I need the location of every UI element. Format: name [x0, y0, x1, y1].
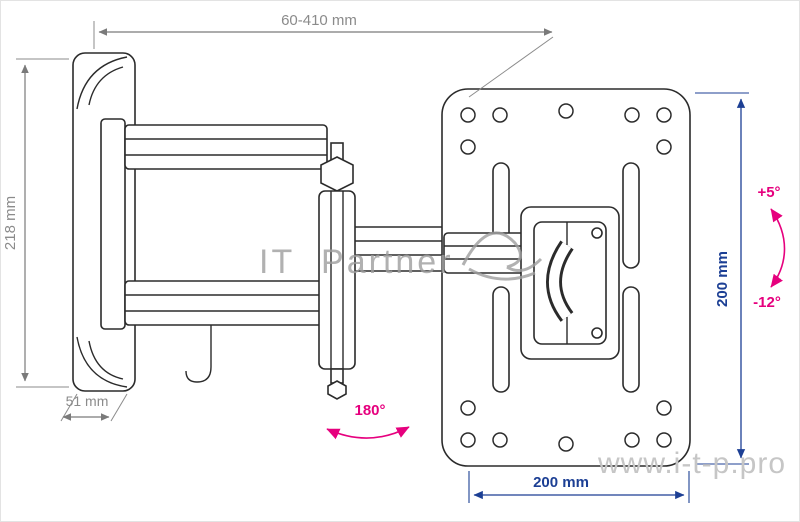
vesa-hole	[460, 139, 476, 155]
dimension-extension-range: 60-410 mm	[93, 12, 554, 98]
dimension-plate-height: 218 mm	[2, 58, 69, 388]
vesa-hole	[656, 139, 672, 155]
dimension-vesa-width: 200 mm	[468, 471, 690, 503]
vesa-slot	[622, 286, 640, 393]
watermark: IT Partner www.i-t-p.pro	[259, 231, 786, 480]
vesa-slots	[492, 162, 640, 393]
vesa-hole	[558, 103, 574, 119]
vesa-plate	[441, 88, 691, 467]
dimension-vesa-height: 200 mm	[695, 92, 749, 465]
lower-arm	[124, 280, 328, 326]
cable-hook	[185, 325, 212, 383]
watermark-site-text: www.i-t-p.pro	[597, 447, 786, 480]
wall-plate	[72, 52, 136, 392]
extension-range-label: 60-410 mm	[281, 12, 357, 29]
vesa-hole	[656, 432, 672, 448]
pivot-joint	[318, 142, 356, 400]
tilt-up-label: +5°	[757, 184, 780, 201]
upper-arm	[124, 124, 328, 170]
vesa-hole	[460, 400, 476, 416]
vesa-hole	[656, 107, 672, 123]
vesa-hole	[492, 107, 508, 123]
vesa-hole	[492, 432, 508, 448]
vesa-slot	[492, 286, 510, 393]
vesa-hole	[460, 432, 476, 448]
watermark-brand-text: IT Partner	[259, 243, 454, 281]
vesa-holes	[460, 103, 672, 452]
tilt-angle-annotation: +5° -12°	[753, 184, 786, 311]
watermark-logo-icon	[461, 231, 543, 281]
vesa-hole	[656, 400, 672, 416]
vesa-width-label: 200 mm	[533, 474, 589, 491]
dimension-plate-depth: 51 mm	[60, 393, 128, 422]
vesa-hole	[558, 436, 574, 452]
vesa-slot	[622, 162, 640, 269]
vesa-hole	[624, 107, 640, 123]
swivel-label: 180°	[354, 402, 385, 419]
vesa-height-label: 200 mm	[714, 251, 731, 307]
swivel-angle-annotation: 180°	[326, 402, 410, 440]
vesa-hole	[624, 432, 640, 448]
arm-connector	[443, 232, 527, 274]
tilt-mechanism	[520, 206, 620, 360]
plate-depth-label: 51 mm	[66, 393, 109, 409]
vesa-hole	[460, 107, 476, 123]
tilt-down-label: -12°	[753, 294, 781, 311]
plate-height-label: 218 mm	[2, 196, 19, 250]
